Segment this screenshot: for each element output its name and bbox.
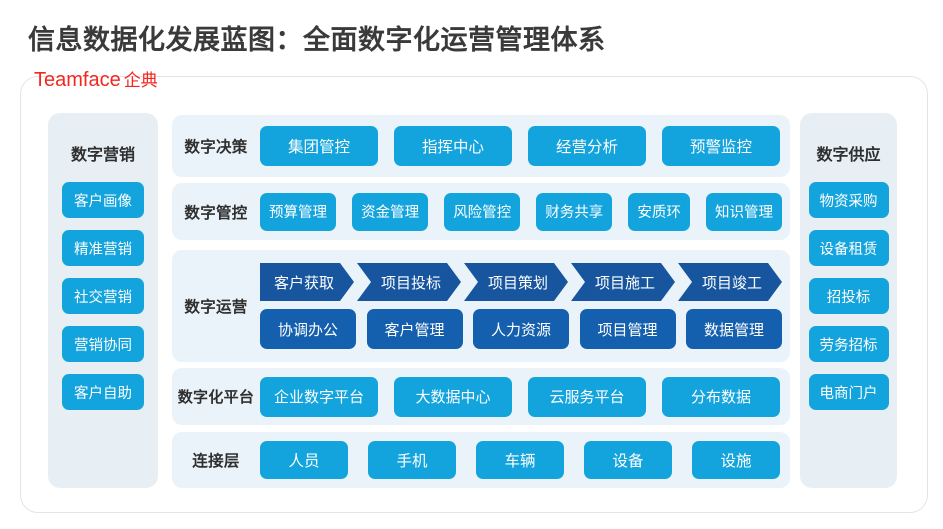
chip-item[interactable]: 指挥中心 — [394, 126, 512, 166]
row-label: 数字运营 — [184, 299, 248, 316]
row-label: 数字决策 — [184, 139, 248, 156]
chip-item[interactable]: 预算管理 — [260, 192, 336, 231]
pill-item[interactable]: 协调办公 — [260, 309, 356, 349]
chevron-step[interactable]: 项目竣工 — [678, 263, 782, 301]
list-item[interactable]: 招投标 — [808, 278, 889, 314]
chip-item[interactable]: 手机 — [368, 441, 456, 479]
pill-item[interactable]: 客户管理 — [366, 309, 463, 349]
left-column-title: 数字营销 — [70, 147, 135, 164]
list-item[interactable]: 劳务招标 — [808, 326, 889, 362]
row-items: 人员 手机 车辆 设备 设施 — [260, 432, 790, 488]
chip-item[interactable]: 设备 — [584, 441, 672, 479]
chevron-step[interactable]: 客户获取 — [260, 263, 354, 301]
list-item[interactable]: 营销协同 — [62, 326, 144, 362]
list-item[interactable]: 精准营销 — [62, 230, 144, 266]
page-title: 信息数据化发展蓝图：全面数字化运营管理体系 — [28, 25, 606, 55]
row-connection-layer: 连接层 人员 手机 车辆 设备 设施 — [172, 432, 790, 488]
row-label: 连接层 — [192, 453, 240, 470]
row-digital-decision: 数字决策 集团管控 指挥中心 经营分析 预警监控 — [172, 115, 790, 177]
chip-item[interactable]: 云服务平台 — [528, 376, 646, 417]
list-item[interactable]: 社交营销 — [62, 278, 144, 314]
row-items: 客户获取 项目投标 项目策划 项目施工 项目竣工 协调办公 客户管理 人力资源 … — [260, 250, 790, 362]
pill-item[interactable]: 人力资源 — [473, 309, 569, 349]
list-item[interactable]: 设备租赁 — [808, 230, 889, 266]
brand-name-cn: 企典 — [123, 71, 158, 90]
right-column-title: 数字供应 — [816, 147, 881, 164]
list-item[interactable]: 客户自助 — [62, 374, 144, 410]
chip-item[interactable]: 财务共享 — [536, 192, 613, 231]
left-column-digital-marketing: 数字营销 客户画像 精准营销 社交营销 营销协同 客户自助 — [48, 113, 158, 488]
pill-item[interactable]: 项目管理 — [579, 309, 676, 349]
chip-item[interactable]: 资金管理 — [352, 192, 429, 231]
chip-item[interactable]: 车辆 — [476, 441, 564, 479]
list-item[interactable]: 客户画像 — [62, 182, 144, 218]
row-label: 数字管控 — [184, 204, 248, 222]
chip-item[interactable]: 风险管控 — [444, 192, 521, 231]
chip-item[interactable]: 大数据中心 — [394, 376, 512, 417]
list-item[interactable]: 物资采购 — [808, 182, 889, 218]
right-column-digital-supply: 数字供应 物资采购 设备租赁 招投标 劳务招标 电商门户 — [800, 113, 897, 488]
chip-item[interactable]: 经营分析 — [528, 126, 646, 166]
chip-item[interactable]: 企业数字平台 — [260, 376, 378, 417]
list-item[interactable]: 电商门户 — [808, 374, 889, 410]
brand-name-en: Teamface — [34, 69, 121, 91]
chip-item[interactable]: 分布数据 — [662, 376, 780, 417]
chevron-step[interactable]: 项目策划 — [464, 263, 568, 301]
chip-item[interactable]: 集团管控 — [260, 126, 378, 166]
row-items: 企业数字平台 大数据中心 云服务平台 分布数据 — [260, 368, 790, 425]
pill-item[interactable]: 数据管理 — [686, 309, 782, 349]
chevron-step[interactable]: 项目施工 — [571, 263, 675, 301]
module-pills: 协调办公 客户管理 人力资源 项目管理 数据管理 — [260, 309, 782, 349]
chip-item[interactable]: 安质环 — [628, 192, 690, 231]
row-label: 数字化平台 — [177, 389, 255, 406]
chip-item[interactable]: 设施 — [692, 441, 780, 479]
chip-item[interactable]: 知识管理 — [705, 192, 782, 231]
row-digital-control: 数字管控 预算管理 资金管理 风险管控 财务共享 安质环 知识管理 — [172, 183, 790, 240]
row-digital-platform: 数字化平台 企业数字平台 大数据中心 云服务平台 分布数据 — [172, 368, 790, 425]
chip-item[interactable]: 人员 — [260, 441, 348, 479]
row-items: 集团管控 指挥中心 经营分析 预警监控 — [260, 115, 790, 177]
chevron-step[interactable]: 项目投标 — [357, 263, 461, 301]
process-flow-chevrons: 客户获取 项目投标 项目策划 项目施工 项目竣工 — [260, 263, 782, 301]
row-items: 预算管理 资金管理 风险管控 财务共享 安质环 知识管理 — [260, 183, 790, 240]
chip-item[interactable]: 预警监控 — [662, 126, 780, 166]
row-digital-operations: 数字运营 客户获取 项目投标 项目策划 项目施工 项目竣工 协调办公 客户管理 … — [172, 250, 790, 362]
